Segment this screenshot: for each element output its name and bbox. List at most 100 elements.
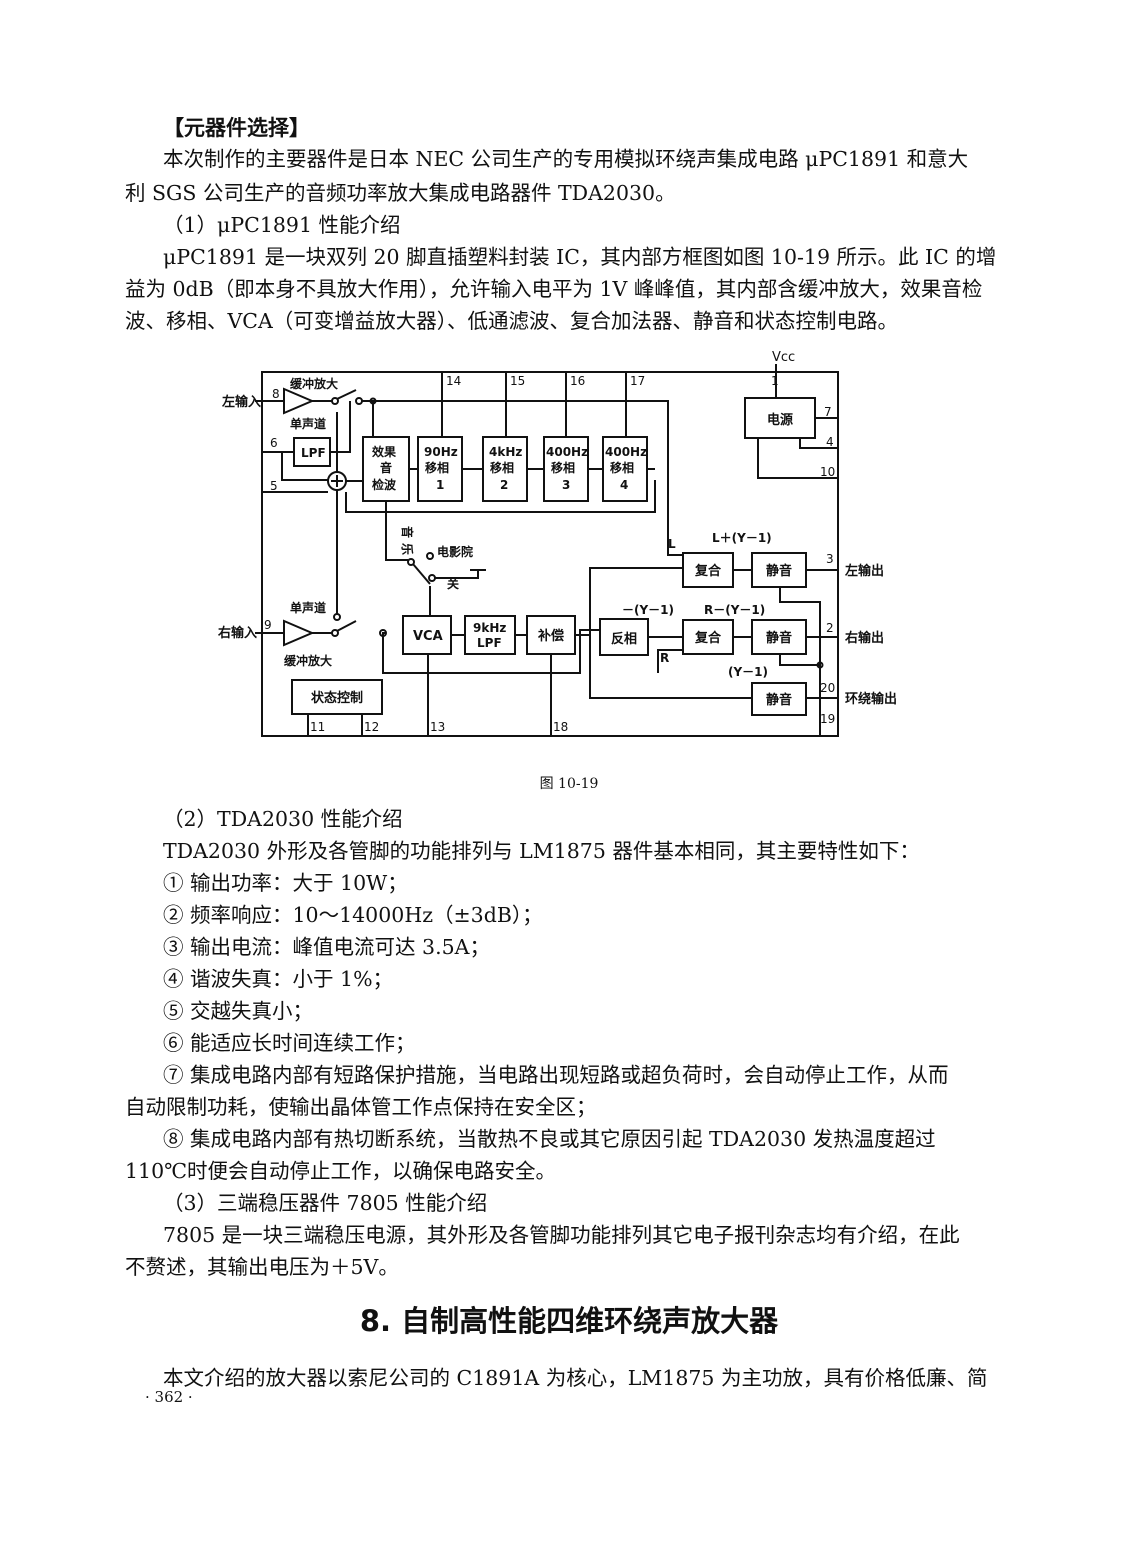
tda-title: （2）TDA2030 性能介绍 (163, 807, 403, 831)
reg-line-1: 7805 是一块三端稳压电源，其外形及各管脚功能排列其它电子报刊杂志均有介绍，在… (163, 1223, 960, 1247)
mono-bottom-label: 单声道 (290, 600, 326, 615)
page-number: · 362 · (145, 1388, 193, 1406)
switch-mode-blade (412, 563, 431, 585)
switch-top-a (331, 397, 339, 405)
off-label: 关 (447, 576, 459, 591)
intro-line-1: 本次制作的主要器件是日本 NEC 公司生产的专用模拟环绕声集成电路 μPC189… (163, 147, 969, 171)
phase1-l2: 移相 (425, 460, 449, 475)
figure-caption: 图 10-19 (539, 776, 599, 792)
tda-item-8b: 110℃时便会自动停止工作，以确保电路安全。 (125, 1159, 557, 1183)
effect-detect-l1: 效果 (372, 444, 396, 459)
music-l1: 音 (400, 526, 415, 538)
tda-item-1: ① 输出功率：大于 10W； (163, 871, 408, 895)
pin-7: 7 (824, 405, 832, 419)
switch-bottom-blade (336, 620, 357, 632)
buffer-amp-top-icon (283, 387, 315, 415)
pin-14: 14 (446, 374, 461, 388)
vcc-label: Vcc (772, 350, 795, 365)
wire-mute-ctrl (779, 587, 821, 736)
sub1-line-3: 波、移相、VCA（可变增益放大器）、低通滤波、复合加法器、静音和状态控制电路。 (125, 309, 899, 333)
tda-item-5: ⑤ 交越失真小； (163, 999, 314, 1023)
reg-line-2: 不赘述，其输出电压为＋5V。 (125, 1255, 399, 1279)
section-heading: 【元器件选择】 (163, 116, 310, 140)
wire-L-combine (362, 400, 683, 556)
wire-comp-combine-top (575, 567, 683, 636)
pin-2: 2 (826, 621, 834, 635)
label-L-plus: L＋(Y－1) (712, 531, 772, 545)
wire-p4 (799, 438, 838, 449)
phase3-l1: 400Hz (546, 445, 588, 459)
pin-1: 1 (771, 374, 779, 388)
pin-12: 12 (364, 720, 379, 734)
vca-label: VCA (413, 629, 443, 644)
tda-item-2: ② 频率响应：10～14000Hz（±3dB）； (163, 903, 543, 927)
pin-5: 5 (270, 479, 278, 493)
chapter-line-1: 本文介绍的放大器以索尼公司的 C1891A 为核心，LM1875 为主功放，具有… (163, 1366, 988, 1390)
sub1-title: （1）μPC1891 性能介绍 (163, 213, 401, 237)
pin-9: 9 (264, 618, 272, 632)
phase1-l3: 1 (436, 478, 444, 492)
mute-top-label: 静音 (766, 563, 792, 579)
wire-mute-mid-ctrl (779, 654, 820, 666)
tda-line-1: TDA2030 外形及各管脚的功能排列与 LM1875 器件基本相同，其主要特性… (163, 839, 920, 863)
node-ctrl (816, 661, 824, 669)
wire-comp-mute-bottom (589, 635, 752, 699)
power-label: 电源 (767, 412, 793, 428)
pin-8: 8 (272, 387, 280, 401)
music-l2: 乐 (400, 543, 415, 555)
mute-bottom-label: 静音 (766, 692, 792, 708)
pin-18: 18 (553, 720, 568, 734)
buffer-amp-top-label: 缓冲放大 (290, 376, 338, 391)
wire-phase-chain (345, 480, 656, 513)
movie-label: 电影院 (437, 544, 473, 559)
pin-15: 15 (510, 374, 525, 388)
wire-lpf-out (330, 401, 351, 453)
mute-mid-label: 静音 (766, 630, 792, 646)
effect-detect-l2: 音 (380, 460, 392, 475)
lpf-label: LPF (301, 446, 326, 460)
surround-out-label: 环绕输出 (845, 691, 897, 707)
pin-13: 13 (430, 720, 445, 734)
pin-19: 19 (820, 712, 835, 726)
pin-17: 17 (630, 374, 645, 388)
pin-11: 11 (310, 720, 325, 734)
combine-top-label: 复合 (694, 563, 722, 579)
left-input-label: 左输入 (222, 394, 261, 410)
label-neg: －(Y－1) (622, 603, 674, 617)
switch-mode-movie (426, 552, 434, 560)
tda-item-3: ③ 输出电流：峰值电流可达 3.5A； (163, 935, 490, 959)
switch-top-blade (336, 389, 357, 400)
tda-item-8a: ⑧ 集成电路内部有热切断系统，当散热不良或其它原因引起 TDA2030 发热温度… (163, 1127, 936, 1151)
phase3-l2: 移相 (551, 460, 575, 475)
effect-detect-l3: 检波 (372, 477, 397, 492)
pin-4: 4 (826, 435, 834, 449)
left-out-label: 左输出 (845, 563, 884, 579)
wire-p10 (757, 438, 838, 479)
state-control-block (291, 679, 383, 715)
phase4-l3: 4 (620, 478, 628, 492)
pin-16: 16 (570, 374, 585, 388)
switch-top-b (355, 397, 363, 405)
pin-3: 3 (826, 552, 834, 566)
switch-mode-music (407, 558, 415, 566)
tda-item-4: ④ 谐波失真：小于 1%； (163, 967, 394, 991)
tda-item-7b: 自动限制功耗，使输出晶体管工作点保持在安全区； (125, 1095, 597, 1119)
state-control-label: 状态控制 (311, 690, 363, 706)
lpf9k-l1: 9kHz (473, 621, 506, 635)
switch-bottom-a (331, 629, 339, 637)
label-R-minus: R－(Y－1) (704, 603, 765, 617)
wire-off-gnd (435, 570, 479, 579)
label-Y: (Y－1) (728, 665, 768, 679)
invert-label: 反相 (611, 631, 637, 647)
phase2-l3: 2 (500, 478, 508, 492)
tda-item-7a: ⑦ 集成电路内部有短路保护措施，当电路出现短路或超负荷时，会自动停止工作，从而 (163, 1063, 949, 1087)
wire-p6-sum (281, 452, 328, 481)
mono-top-label: 单声道 (290, 416, 326, 431)
right-input-label: 右输入 (217, 625, 257, 641)
phase3-l3: 3 (562, 478, 570, 492)
phase2-l2: 移相 (490, 460, 514, 475)
label-L: L (668, 537, 676, 551)
switch-mono-contact (333, 613, 341, 621)
right-out-label: 右输出 (844, 630, 884, 646)
